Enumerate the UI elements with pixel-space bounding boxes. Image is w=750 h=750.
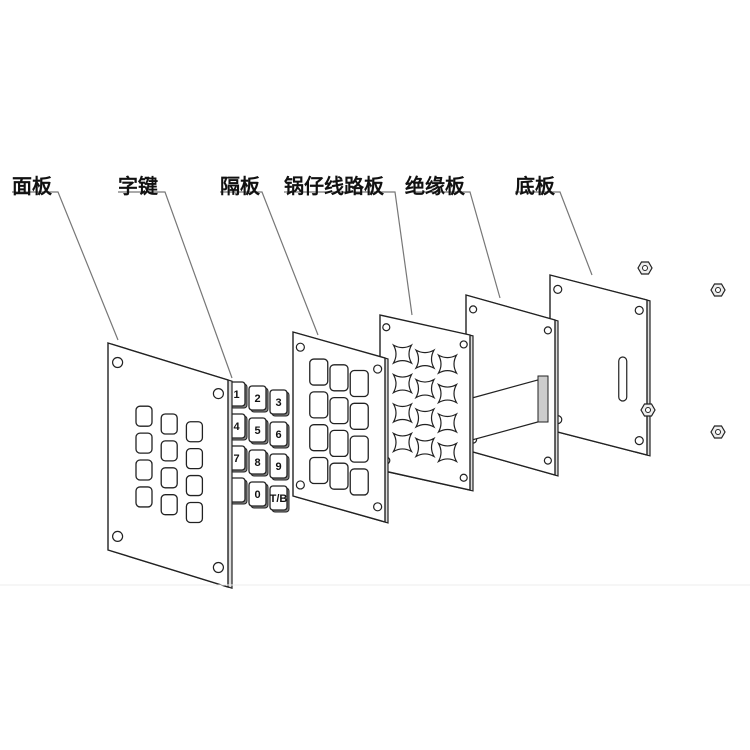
key-label: T/B <box>270 493 288 505</box>
key-cap <box>269 421 288 447</box>
face-panel-mount-hole <box>212 561 224 574</box>
face-key-window <box>185 474 204 497</box>
spacer-plate-mount-hole <box>373 502 383 512</box>
face-key-window <box>185 421 204 443</box>
hex-nut-hole <box>645 407 651 413</box>
key-cap <box>269 389 288 415</box>
leader-line <box>405 191 501 299</box>
spacer-cutout <box>329 396 349 425</box>
face-key-window <box>135 405 153 427</box>
hex-nut-hole <box>715 429 721 435</box>
dome-pcb-mount-hole <box>459 340 468 349</box>
spacer-cutout <box>349 468 369 496</box>
hex-nut-hole <box>642 265 648 271</box>
spacer-cutout <box>349 369 369 398</box>
spacer-cutout <box>309 456 329 485</box>
base-plate-mount-hole <box>634 436 644 446</box>
insulation-plate-mount-hole <box>543 326 552 335</box>
metal-dome <box>391 343 414 365</box>
leader-line <box>515 191 593 276</box>
face-key-window <box>135 459 153 481</box>
base-plate-mount-hole <box>553 284 563 294</box>
label-face-panel: 面板 <box>12 174 52 198</box>
base-slot <box>618 356 628 402</box>
leader-line <box>284 191 413 316</box>
metal-dome <box>391 431 414 453</box>
spacer-cutout <box>329 429 349 458</box>
spacer-plate-mount-hole <box>295 342 305 352</box>
label-base-plate: 底板 <box>515 174 555 198</box>
key-cap <box>269 453 288 479</box>
spacer-cutout <box>309 391 329 419</box>
key-cap <box>269 485 288 511</box>
leader-line <box>12 191 119 341</box>
metal-dome <box>414 436 436 458</box>
face-panel <box>107 342 229 588</box>
spacer-plate <box>292 331 386 523</box>
dome-pcb-mount-hole <box>459 473 468 482</box>
key-cap <box>248 385 267 411</box>
face-key-window <box>160 413 178 435</box>
insulation-plate-mount-hole <box>543 456 552 465</box>
key-label: 1 <box>233 389 239 401</box>
key-label: 3 <box>275 397 281 409</box>
insulation-plate-mount-hole <box>469 305 478 314</box>
spacer-cutout <box>329 462 349 490</box>
key-label: 7 <box>233 453 239 465</box>
face-key-window <box>185 501 204 524</box>
face-panel-mount-hole <box>212 388 224 400</box>
base-plate <box>549 274 648 456</box>
key-cap <box>248 449 267 475</box>
metal-dome <box>414 378 436 400</box>
label-keys: 字键 <box>118 174 158 198</box>
spacer-cutout <box>309 424 329 452</box>
face-key-window <box>160 467 178 489</box>
ribbon-connector <box>537 375 549 423</box>
label-spacer: 隔板 <box>220 174 260 198</box>
spacer-plate-mount-hole <box>295 480 305 490</box>
spacer-cutout <box>349 402 369 430</box>
spacer-plate-mount-hole <box>373 364 383 374</box>
key-label: 6 <box>275 429 281 441</box>
metal-dome <box>414 407 436 429</box>
key-label: 2 <box>254 393 260 405</box>
label-dome-pcb: 锅仔线路板 <box>284 174 384 198</box>
metal-dome <box>414 348 436 370</box>
key-label: 8 <box>254 457 260 469</box>
metal-dome <box>436 383 459 405</box>
key-label: 5 <box>254 425 260 437</box>
label-insulation: 绝缘板 <box>405 174 465 198</box>
metal-dome <box>436 412 459 434</box>
face-key-window <box>185 447 204 470</box>
face-key-window <box>135 486 153 508</box>
key-label: 9 <box>275 461 281 473</box>
face-key-window <box>160 440 178 462</box>
leader-line <box>118 191 233 379</box>
metal-dome <box>391 402 414 424</box>
metal-dome <box>436 353 459 375</box>
key-cap <box>248 481 267 507</box>
face-panel-mount-hole <box>111 356 124 369</box>
key-label: 0 <box>254 489 260 501</box>
face-key-window <box>160 494 178 516</box>
face-key-window <box>135 432 153 454</box>
dome-pcb-mount-hole <box>382 323 391 332</box>
spacer-cutout <box>329 364 349 392</box>
leader-line <box>220 191 319 336</box>
spacer-cutout <box>349 435 369 463</box>
spacer-cutout <box>309 358 329 386</box>
metal-dome <box>436 441 459 463</box>
metal-dome <box>391 373 414 395</box>
key-label: 4 <box>233 421 240 433</box>
face-panel-mount-hole <box>111 530 124 543</box>
hex-nut-hole <box>715 287 721 293</box>
base-plate-mount-hole <box>634 305 644 315</box>
key-cap <box>248 417 267 443</box>
